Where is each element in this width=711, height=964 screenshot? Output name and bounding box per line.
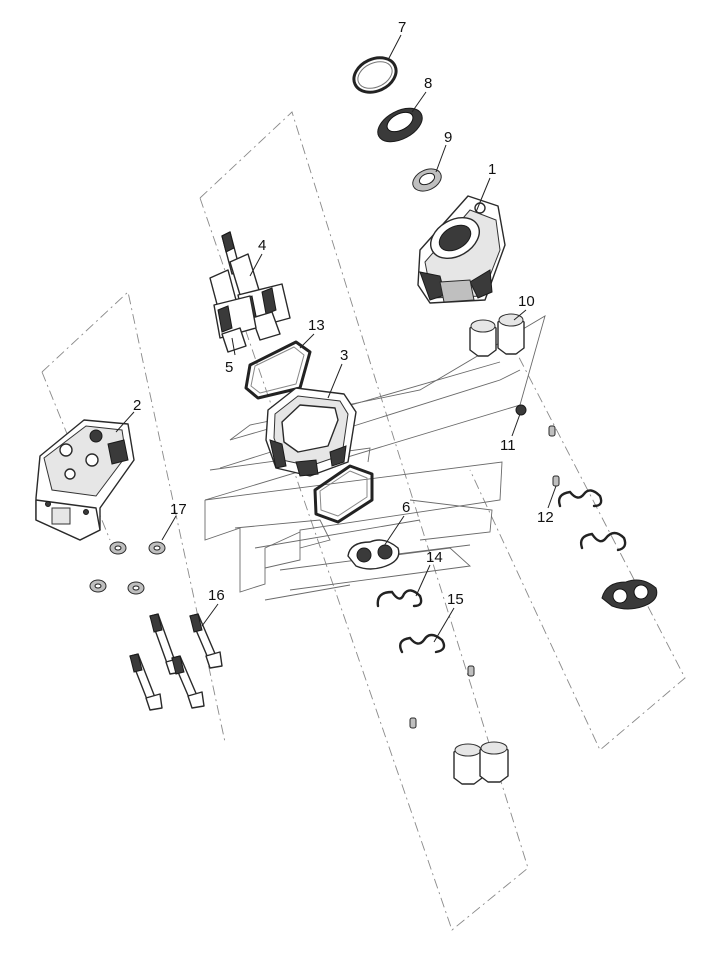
label-15: 15 [447,591,464,608]
label-16: 16 [208,587,225,604]
label-12: 12 [537,509,554,526]
part-number-labels: 7 8 9 1 4 10 13 3 5 2 11 6 17 12 14 16 1… [133,19,554,608]
label-9: 9 [444,129,452,146]
leader-lines [115,34,557,643]
part-14-wire-spring [376,589,423,608]
part-2-rear-cover [35,419,135,541]
label-7: 7 [398,19,406,36]
label-17: 17 [170,501,187,518]
part-8-oil-seal [377,107,423,143]
part-17-washers [89,541,166,595]
label-2: 2 [133,397,141,414]
label-14: 14 [426,549,443,566]
label-11: 11 [500,437,516,454]
right-figure-eight-plate [601,579,658,610]
label-8: 8 [424,75,432,92]
part-3-gear-housing [265,387,357,477]
part-15-wire-spring [399,633,446,654]
part-5-driven-gear [209,269,257,353]
label-6: 6 [402,499,410,516]
lower-seal-ring [313,464,374,524]
part-6-figure-eight-plate [347,539,400,570]
label-1: 1 [488,161,496,178]
part-10-bushings [469,313,525,357]
part-9-washer [412,168,442,192]
label-4: 4 [258,237,266,254]
part-7-snap-ring [352,56,398,94]
part-1-front-housing [417,195,506,304]
part-11-plug [515,404,527,416]
label-3: 3 [340,347,348,364]
label-10: 10 [518,293,535,310]
label-5: 5 [225,359,233,376]
label-13: 13 [308,317,325,334]
part-16-bolts [129,613,223,711]
assembly-axes [41,111,686,931]
right-side-springs [557,489,627,552]
part-12-dowel-pins [409,425,560,729]
lower-bushings [453,741,509,785]
